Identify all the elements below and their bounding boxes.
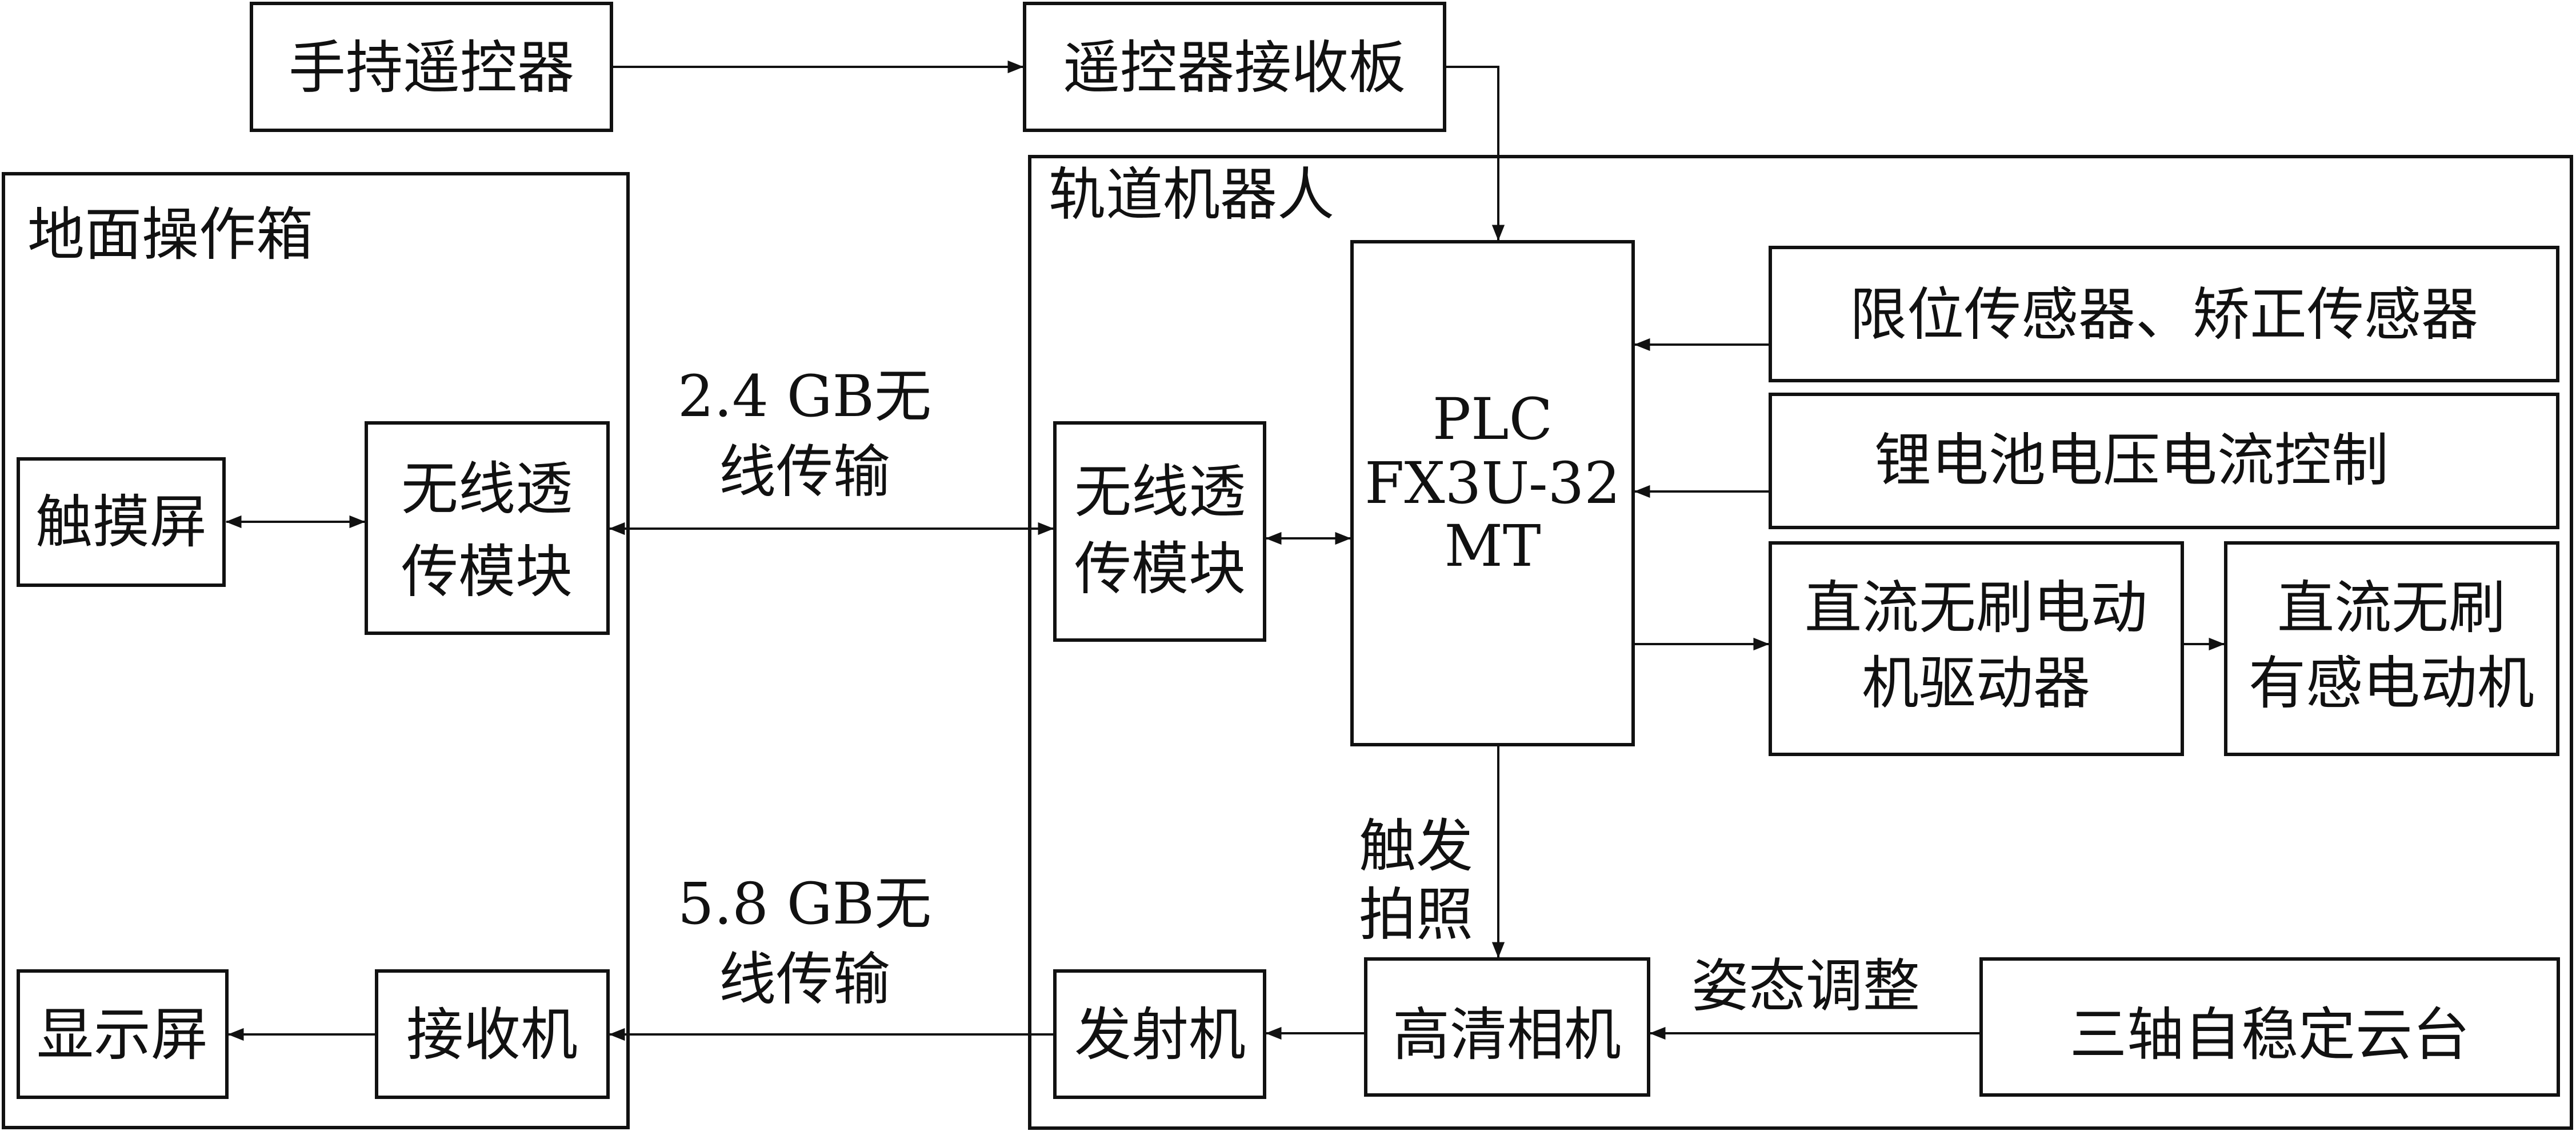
receiver-label: 接收机 <box>406 1001 578 1068</box>
ground-box-frame <box>2 172 630 1129</box>
plc-box <box>1350 240 1635 746</box>
hd-camera-box <box>1364 957 1650 1097</box>
motor-box <box>2224 541 2559 756</box>
gimbal-label: 三轴自稳定云台 <box>2070 1001 2470 1068</box>
arrow-receiver-to-plc <box>1445 66 1505 241</box>
receiver-board-label: 遥控器接收板 <box>1063 34 1406 101</box>
display-box <box>17 969 229 1099</box>
battery-control-label: 锂电池电压电流控制 <box>1874 427 2389 494</box>
plc-label-3: MT <box>1444 513 1541 580</box>
motor-driver-label-2: 机驱动器 <box>1862 650 2090 717</box>
remote-label: 手持遥控器 <box>289 34 574 101</box>
limit-sensor-label: 限位传感器、矫正传感器 <box>1850 281 2478 348</box>
robot-wireless-module-label-1: 无线透 <box>1074 458 1246 525</box>
display-label: 显示屏 <box>37 1001 208 1068</box>
motor-driver-label-1: 直流无刷电动 <box>1805 574 2147 641</box>
motor-label-1: 直流无刷 <box>2277 574 2506 641</box>
robot-wireless-module-box <box>1053 421 1266 642</box>
battery-control-box <box>1769 393 2559 529</box>
limit-sensor-box <box>1769 246 2559 382</box>
ground-wireless-module-label-2: 传模块 <box>401 538 573 605</box>
robot-box-title: 轨道机器人 <box>1049 161 1334 228</box>
attitude-adjust-label: 姿态调整 <box>1691 953 1920 1020</box>
trigger-label-2: 拍照 <box>1359 881 1473 948</box>
ground-wireless-module-label-1: 无线透 <box>401 455 573 522</box>
hd-camera-label: 高清相机 <box>1393 1001 1621 1068</box>
touchscreen-label: 触摸屏 <box>35 489 207 555</box>
robot-box-frame <box>1028 155 2573 1130</box>
motor-driver-box <box>1769 541 2184 756</box>
transmitter-label: 发射机 <box>1074 1001 1246 1068</box>
gimbal-box <box>1979 957 2560 1097</box>
ground-box-title: 地面操作箱 <box>27 201 313 268</box>
ground-wireless-module-box <box>365 421 610 635</box>
link-58-label-2: 线传输 <box>719 946 890 1013</box>
plc-label-1: PLC <box>1433 386 1553 453</box>
plc-label-2: FX3U-32 <box>1365 450 1621 517</box>
robot-wireless-module-label-2: 传模块 <box>1074 535 1246 602</box>
motor-label-2: 有感电动机 <box>2249 650 2534 717</box>
touchscreen-box <box>17 457 226 587</box>
link-58-label-1: 5.8 GB无 <box>678 870 931 937</box>
link-24-label-1: 2.4 GB无 <box>678 363 931 430</box>
trigger-label-1: 触发 <box>1359 813 1473 880</box>
link-24-label-2: 线传输 <box>719 438 890 505</box>
